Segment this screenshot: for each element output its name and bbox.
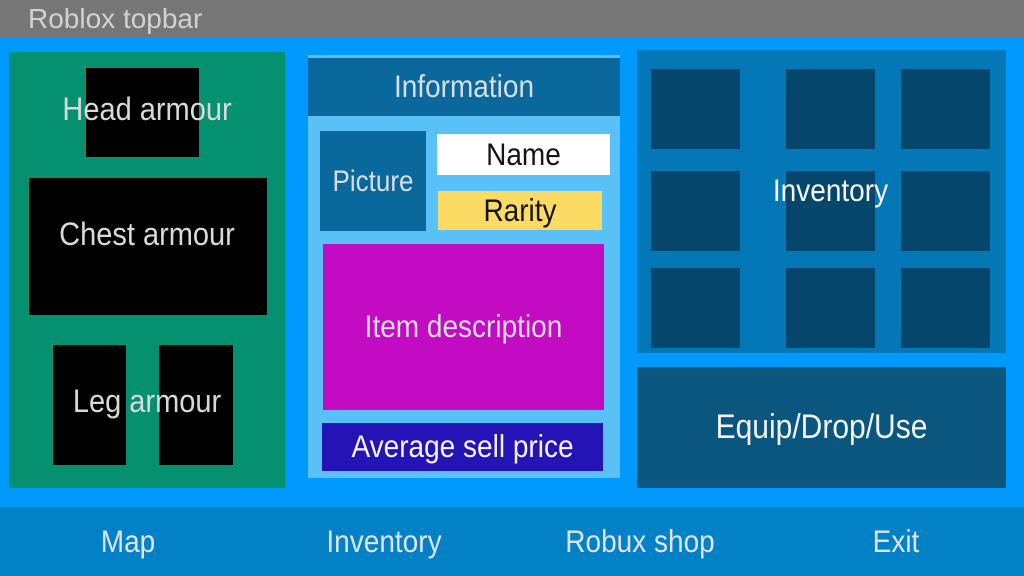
bottom-nav-bar: Map Inventory Robux shop Exit <box>0 507 1024 576</box>
leg-armour-slot-right[interactable] <box>159 345 233 465</box>
item-rarity-box: Rarity <box>438 191 602 230</box>
head-armour-slot[interactable] <box>86 68 199 157</box>
inventory-panel: Inventory <box>637 50 1006 353</box>
item-description-box: Item description <box>323 244 604 410</box>
inventory-slot[interactable] <box>901 69 990 149</box>
inventory-slot[interactable] <box>901 268 990 348</box>
nav-item-map[interactable]: Map <box>100 523 156 559</box>
item-picture-box: Picture <box>320 131 426 231</box>
inventory-slot[interactable] <box>786 171 875 251</box>
inventory-slot[interactable] <box>651 171 740 251</box>
nav-item-exit[interactable]: Exit <box>872 523 920 559</box>
nav-item-robux-shop[interactable]: Robux shop <box>565 523 715 559</box>
roblox-topbar: Roblox topbar <box>0 0 1024 37</box>
inventory-slot[interactable] <box>651 268 740 348</box>
topbar-title: Roblox topbar <box>28 3 203 34</box>
information-panel: Information Picture Name Rarity Item des… <box>308 55 620 478</box>
equipment-panel: Head armour Chest armour Leg armour <box>9 52 285 488</box>
item-name-box: Name <box>437 134 610 175</box>
information-header: Information <box>308 58 620 116</box>
nav-item-inventory[interactable]: Inventory <box>326 523 442 559</box>
inventory-slot[interactable] <box>901 171 990 251</box>
inventory-slot[interactable] <box>651 69 740 149</box>
leg-armour-slot-left[interactable] <box>53 345 126 465</box>
chest-armour-slot[interactable] <box>29 178 267 315</box>
inventory-slot[interactable] <box>786 268 875 348</box>
inventory-slot[interactable] <box>786 69 875 149</box>
leg-armour-label: Leg armour <box>72 383 222 421</box>
equip-drop-use-button[interactable]: Equip/Drop/Use <box>637 367 1006 488</box>
average-sell-price-box: Average sell price <box>322 423 603 471</box>
